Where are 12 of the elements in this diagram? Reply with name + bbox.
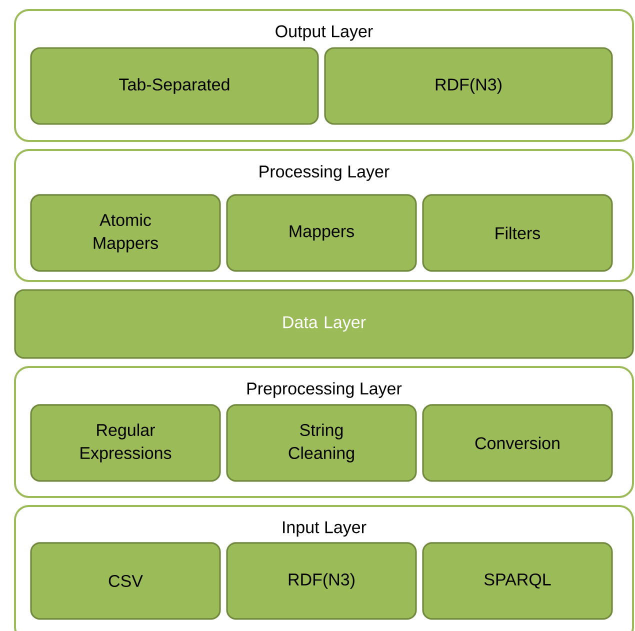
component-box: Atomic Mappers [30, 194, 221, 272]
component-box: RDF(N3) [324, 47, 613, 125]
component-box: Mappers [226, 194, 417, 272]
component-box: RDF(N3) [226, 542, 417, 620]
component-box: SPARQL [422, 542, 613, 620]
component-box: Conversion [422, 404, 613, 482]
component-box: Regular Expressions [30, 404, 221, 482]
component-box: String Cleaning [226, 404, 417, 482]
layer-band: Data Layer [14, 289, 634, 359]
component-box: Tab-Separated [30, 47, 319, 125]
component-box: Filters [422, 194, 613, 272]
component-box: CSV [30, 542, 221, 620]
